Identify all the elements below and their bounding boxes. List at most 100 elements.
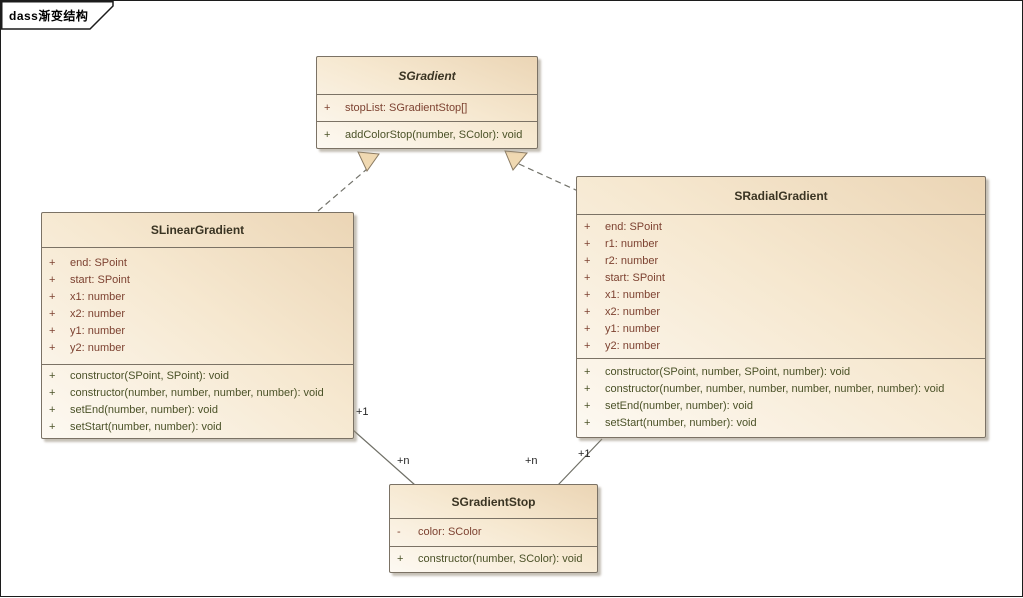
- visibility-symbol: +: [324, 128, 331, 141]
- attribute-text: y2: number: [70, 342, 126, 354]
- operation-row: + constructor(number, number, number, nu…: [42, 385, 353, 402]
- operation-row: + constructor(SPoint, SPoint): void: [42, 368, 353, 385]
- operation-row: + setEnd(number, number): void: [42, 402, 353, 419]
- class-title: SGradientStop: [451, 494, 536, 509]
- visibility-symbol: +: [49, 342, 56, 354]
- attribute-text: end: SPoint: [605, 220, 662, 233]
- attribute-row: + x1: number: [42, 289, 353, 306]
- attribute-text: x2: number: [70, 308, 126, 320]
- operation-row: + constructor(number, SColor): void: [390, 551, 597, 568]
- attribute-text: start: SPoint: [70, 274, 130, 286]
- generalization-arrow-icon: [504, 150, 528, 171]
- attribute-row: + y1: number: [577, 321, 985, 338]
- attribute-row: + start: SPoint: [42, 272, 353, 289]
- class-sgradientstop[interactable]: SGradientStop - color: SColor + construc…: [389, 484, 598, 573]
- operation-row: + setStart(number, number): void: [42, 419, 353, 436]
- attribute-text: y1: number: [605, 322, 661, 335]
- visibility-symbol: +: [584, 322, 591, 335]
- association-connector-radial-stop[interactable]: [557, 438, 603, 486]
- attribute-row: + y1: number: [42, 323, 353, 340]
- attribute-text: x2: number: [605, 305, 661, 318]
- operation-row: + setStart(number, number): void: [577, 415, 985, 432]
- visibility-symbol: +: [49, 420, 56, 433]
- visibility-symbol: +: [49, 308, 56, 320]
- attribute-row: + y2: number: [42, 340, 353, 357]
- attribute-text: color: SColor: [418, 526, 482, 538]
- attributes-compartment: + end: SPoint + start: SPoint + x1: numb…: [42, 247, 353, 364]
- attribute-row: - color: SColor: [390, 524, 597, 541]
- visibility-symbol: +: [584, 383, 591, 395]
- operation-text: setStart(number, number): void: [70, 420, 222, 433]
- attribute-text: x1: number: [605, 288, 661, 301]
- generalization-arrow-icon: [357, 151, 380, 172]
- visibility-symbol: +: [397, 553, 404, 565]
- operation-row: + constructor(number, number, number, nu…: [577, 381, 985, 398]
- attributes-compartment: - color: SColor: [390, 518, 597, 546]
- attribute-row: + x2: number: [577, 304, 985, 321]
- visibility-symbol: +: [49, 291, 56, 303]
- operations-compartment: + constructor(SPoint, number, SPoint, nu…: [577, 358, 985, 437]
- attribute-row: + x1: number: [577, 287, 985, 304]
- visibility-symbol: +: [584, 271, 591, 284]
- operations-compartment: + addColorStop(number, SColor): void: [317, 121, 537, 148]
- operation-text: setStart(number, number): void: [605, 417, 757, 429]
- attribute-text: y1: number: [70, 325, 126, 337]
- attributes-compartment: + end: SPoint + r1: number + r2: number …: [577, 214, 985, 358]
- visibility-symbol: +: [49, 325, 56, 337]
- class-sgradient[interactable]: SGradient + stopList: SGradientStop[] + …: [316, 56, 538, 149]
- operation-row: + constructor(SPoint, number, SPoint, nu…: [577, 364, 985, 381]
- visibility-symbol: +: [49, 386, 56, 399]
- visibility-symbol: +: [584, 417, 591, 429]
- visibility-symbol: +: [584, 288, 591, 301]
- multiplicity-label: +1: [578, 448, 591, 460]
- operation-text: constructor(number, SColor): void: [418, 553, 583, 565]
- visibility-symbol: +: [49, 274, 56, 286]
- operation-text: constructor(number, number, number, numb…: [605, 383, 945, 395]
- frame-tab: [1, 1, 114, 30]
- visibility-symbol: +: [584, 220, 591, 233]
- attributes-compartment: + stopList: SGradientStop[]: [317, 94, 537, 121]
- frame-tab-shape: [1, 1, 114, 30]
- visibility-symbol: +: [584, 400, 591, 412]
- operation-text: constructor(number, number, number, numb…: [70, 386, 324, 399]
- visibility-symbol: +: [584, 366, 591, 378]
- class-sradialgradient[interactable]: SRadialGradient + end: SPoint + r1: numb…: [576, 176, 986, 438]
- visibility-symbol: +: [49, 403, 56, 416]
- operation-row: + addColorStop(number, SColor): void: [317, 127, 537, 144]
- class-title: SLinearGradient: [150, 223, 245, 237]
- attribute-row: + end: SPoint: [42, 255, 353, 272]
- operation-text: constructor(SPoint, number, SPoint, numb…: [605, 366, 851, 378]
- generalization-connector-linear[interactable]: [317, 168, 368, 212]
- attribute-text: start: SPoint: [605, 271, 665, 284]
- attribute-text: x1: number: [70, 291, 126, 303]
- operation-text: setEnd(number, number): void: [70, 403, 218, 416]
- association-connector-linear-stop[interactable]: [352, 429, 416, 486]
- attribute-row: + r1: number: [577, 236, 985, 253]
- multiplicity-label: +1: [356, 406, 369, 418]
- operation-row: + setEnd(number, number): void: [577, 398, 985, 415]
- attribute-text: stopList: SGradientStop[]: [345, 101, 468, 114]
- visibility-symbol: +: [584, 305, 591, 318]
- operation-text: addColorStop(number, SColor): void: [345, 128, 523, 141]
- operation-text: setEnd(number, number): void: [605, 400, 753, 412]
- attribute-row: + x2: number: [42, 306, 353, 323]
- visibility-symbol: +: [584, 254, 591, 267]
- attribute-row: + y2: number: [577, 338, 985, 355]
- multiplicity-label: +n: [397, 455, 410, 467]
- attribute-text: y2: number: [605, 339, 661, 352]
- generalization-connector-radial[interactable]: [518, 163, 579, 192]
- attribute-text: r1: number: [605, 237, 659, 250]
- attribute-text: r2: number: [605, 254, 659, 267]
- operations-compartment: + constructor(SPoint, SPoint): void + co…: [42, 364, 353, 438]
- class-slineargradient[interactable]: SLinearGradient + end: SPoint + start: S…: [41, 212, 354, 439]
- visibility-symbol: +: [584, 237, 591, 250]
- attribute-row: + start: SPoint: [577, 270, 985, 287]
- class-title: SRadialGradient: [734, 188, 828, 203]
- attribute-row: + stopList: SGradientStop[]: [317, 100, 537, 117]
- visibility-symbol: +: [324, 101, 331, 114]
- attribute-row: + r2: number: [577, 253, 985, 270]
- visibility-symbol: -: [397, 526, 401, 538]
- visibility-symbol: +: [49, 257, 56, 269]
